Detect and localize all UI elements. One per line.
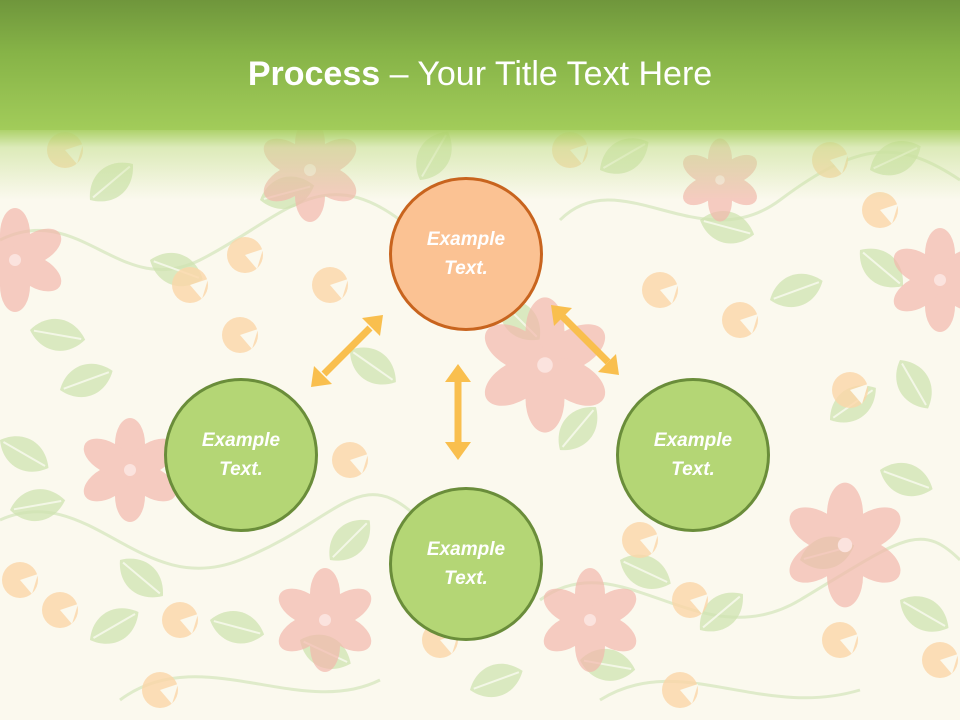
node-right-label: Example Text. [653,430,733,480]
slide-title: Process – Your Title Text Here [0,52,960,96]
node-right: Example Text. [616,378,770,532]
node-top-label: Example Text. [426,229,506,279]
arrow-vertical [445,364,471,460]
node-top: Example Text. [389,177,543,331]
header-band [0,0,960,130]
slide-title-rest: – Your Title Text Here [380,55,713,93]
slide-title-bold: Process [247,55,381,93]
node-left-label: Example Text. [201,430,281,480]
arrow-top-left [311,315,383,387]
node-bottom-label: Example Text. [426,539,506,589]
arrow-top-right [551,305,619,375]
node-bottom: Example Text. [389,487,543,641]
node-left: Example Text. [164,378,318,532]
